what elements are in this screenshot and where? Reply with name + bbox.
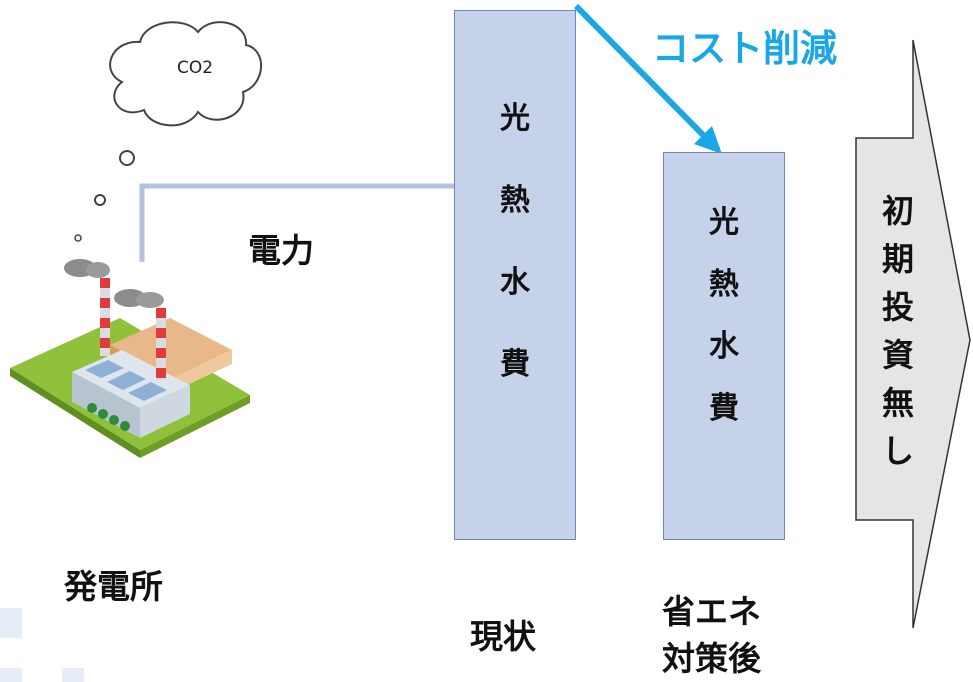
right-arrow-char-1: 初 [881,192,914,230]
cloud-text: CO2 [176,58,214,78]
bubble-medium [94,194,106,206]
current-label: 現状 [470,617,536,656]
after-bar-char-3: 水 [709,329,739,364]
power-line [139,183,458,262]
right-arrow-text: 初 期 投 資 無 し [878,186,918,472]
current-bar-char-4: 費 [500,347,530,382]
decor-square-1 [0,608,22,638]
cost-reduction-arrowhead [694,126,722,154]
after-label-line-2: 対策後 [662,639,761,678]
decor-square-3 [62,668,84,682]
power-line-label: 電力 [248,231,314,270]
current-bar-char-1: 光 [500,101,530,136]
decor-square-2 [0,668,22,682]
right-arrow-char-2: 期 [881,240,914,278]
current-bar-char-2: 熱 [500,183,530,218]
power-plant-icon [10,259,250,458]
current-bar-char-3: 水 [500,265,530,300]
right-arrow-char-6: し [881,432,914,470]
right-arrow-char-4: 資 [881,336,914,374]
cloud-shape [109,21,263,127]
after-label-line-1: 省エネ [662,592,761,631]
bubble-large [119,150,135,166]
bubble-small [74,234,82,242]
cost-reduction-label: コスト削減 [652,27,837,70]
power-plant-label: 発電所 [64,567,163,606]
after-bar-char-4: 費 [709,391,739,426]
after-bar-char-1: 光 [709,205,739,240]
current-cost-bar: 光 熱 水 費 [454,10,576,540]
after-bar-char-2: 熱 [709,267,739,302]
cost-reduction-arrow [573,3,711,143]
right-arrow-char-5: 無 [881,384,914,422]
right-arrow-char-3: 投 [881,288,914,326]
after-cost-bar: 光 熱 水 費 [663,152,785,540]
right-arrow-shape [855,39,971,629]
